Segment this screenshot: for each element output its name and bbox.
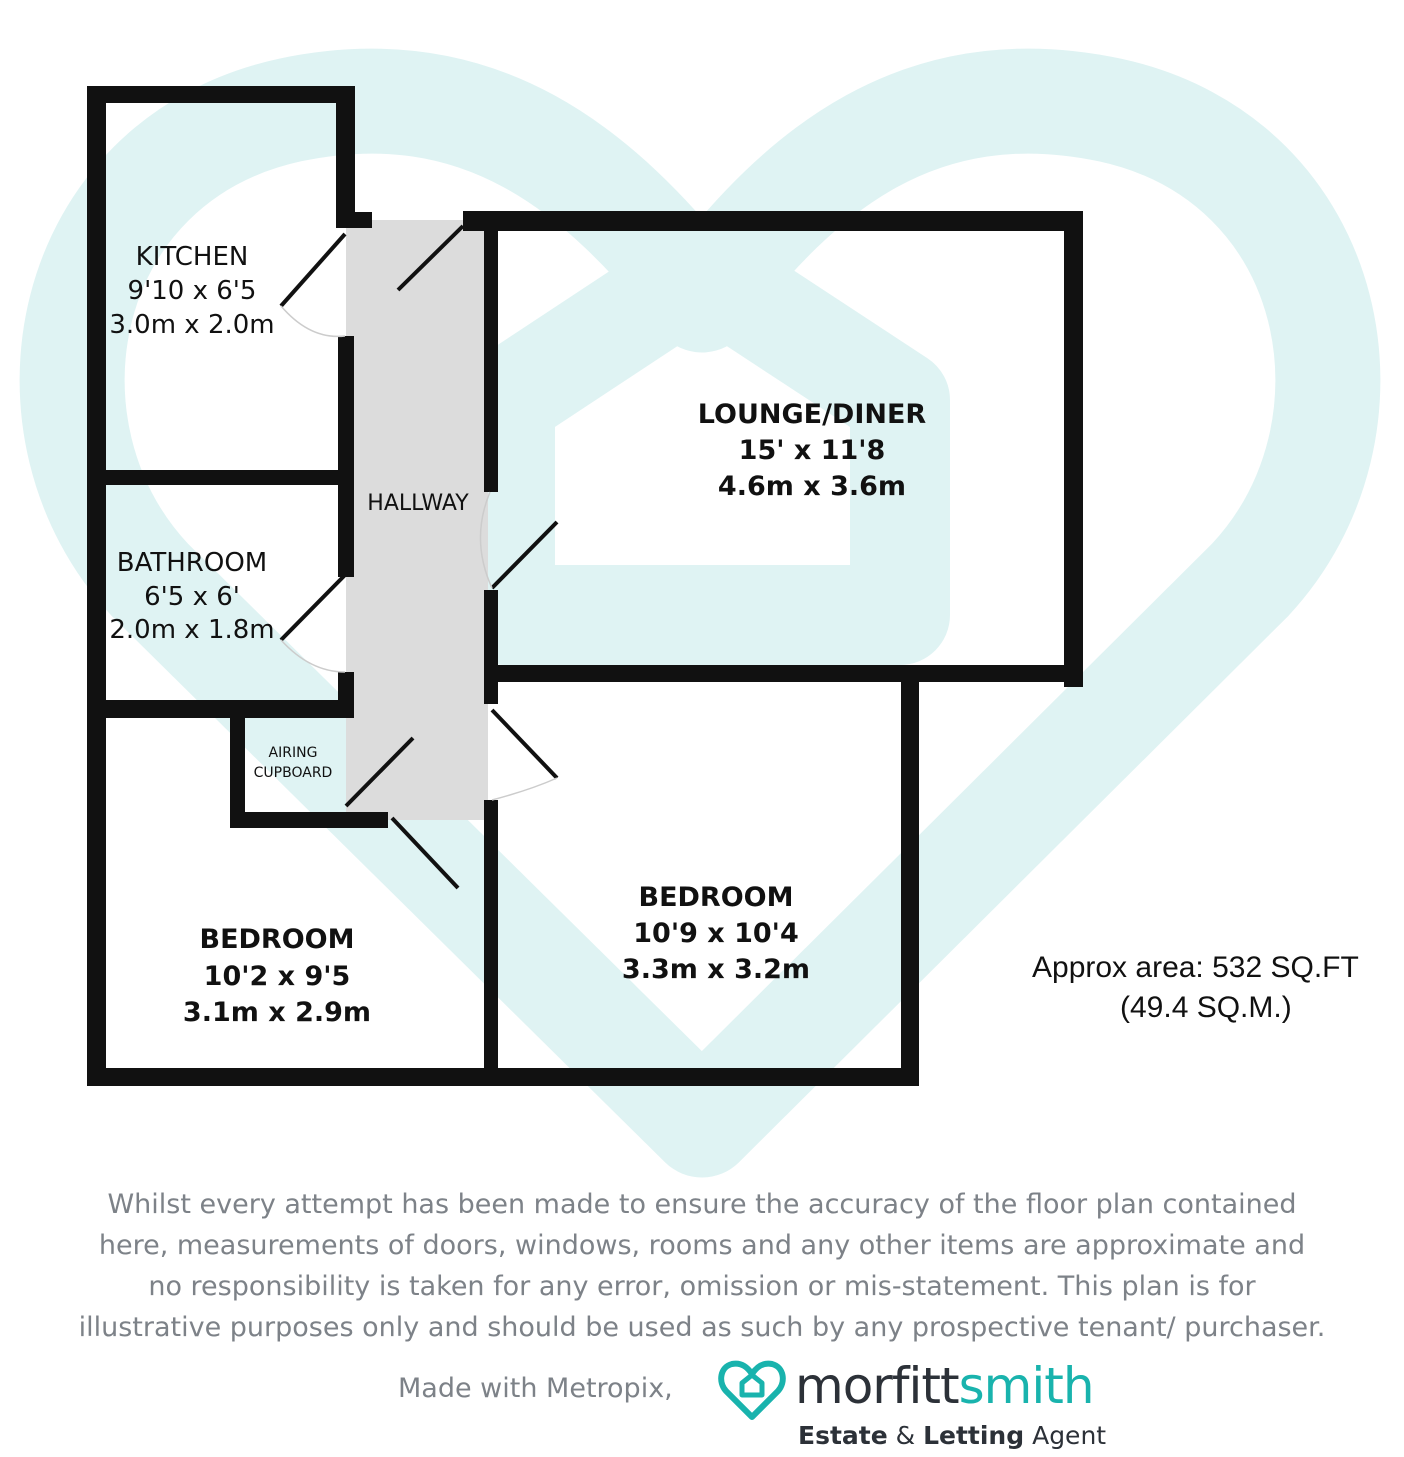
brand-tagline: Estate & Letting Agent [798,1421,1106,1450]
disclaimer-line: illustrative purposes only and should be… [78,1312,1326,1343]
disclaimer-line: no responsibility is taken for any error… [148,1271,1256,1302]
bathroom-metric: 2.0m x 1.8m [109,615,274,645]
bathroom-label: BATHROOM 6'5 x 6' 2.0m x 1.8m [109,548,274,645]
kitchen-name: KITCHEN [136,242,249,272]
bedroom-right-metric: 3.3m x 3.2m [622,954,810,985]
bedroom-left-name: BEDROOM [200,924,355,955]
bedroom-right-imperial: 10'9 x 10'4 [633,918,798,949]
brand-name-part1: morfitt [795,1357,960,1415]
bathroom-name: BATHROOM [117,548,267,578]
airing-cupboard-label: AIRING CUPBOARD [254,745,333,781]
kitchen-metric: 3.0m x 2.0m [109,310,274,340]
approx-area: Approx area: 532 SQ.FT (49.4 SQ.M.) [1010,948,1404,1028]
area-sqft: Approx area: 532 SQ.FT [1032,951,1359,984]
watermark-house [455,220,950,665]
tagline-estate: Estate [798,1421,888,1450]
bedroom-right-label: BEDROOM 10'9 x 10'4 3.3m x 3.2m [622,882,810,985]
brand-logo-text: morfittsmith [795,1356,1095,1416]
bathroom-imperial: 6'5 x 6' [144,582,240,612]
lounge-imperial: 15' x 11'8 [739,435,886,466]
bedroom-right-name: BEDROOM [639,882,794,913]
hallway-name: HALLWAY [367,491,469,516]
door-arcs [280,305,558,801]
disclaimer-line: here, measurements of doors, windows, ro… [98,1230,1306,1261]
disclaimer: Whilst every attempt has been made to en… [40,1184,1364,1348]
airing-line1: AIRING [269,745,318,761]
door-swings [279,224,559,890]
brand-name-part2: smith [958,1357,1095,1415]
kitchen-imperial: 9'10 x 6'5 [128,276,257,306]
airing-line2: CUPBOARD [254,765,333,781]
walls [87,86,1083,1086]
heart-house-icon [718,1360,786,1420]
disclaimer-line: Whilst every attempt has been made to en… [107,1189,1297,1220]
lounge-metric: 4.6m x 3.6m [718,471,906,502]
hallway-floor [346,220,488,820]
bedroom-left-label: BEDROOM 10'2 x 9'5 3.1m x 2.9m [183,924,371,1028]
metropix-credit: Made with Metropix, [398,1373,673,1404]
bedroom-left-metric: 3.1m x 2.9m [183,997,371,1028]
tagline-letting: Letting [923,1421,1025,1450]
lounge-name: LOUNGE/DINER [698,399,927,430]
tagline-amp: & [887,1421,924,1450]
tagline-agent: Agent [1024,1421,1107,1450]
kitchen-label: KITCHEN 9'10 x 6'5 3.0m x 2.0m [109,242,274,340]
area-sqm: (49.4 SQ.M.) [1120,991,1292,1024]
lounge-label: LOUNGE/DINER 15' x 11'8 4.6m x 3.6m [698,399,927,502]
bedroom-left-imperial: 10'2 x 9'5 [204,961,351,992]
